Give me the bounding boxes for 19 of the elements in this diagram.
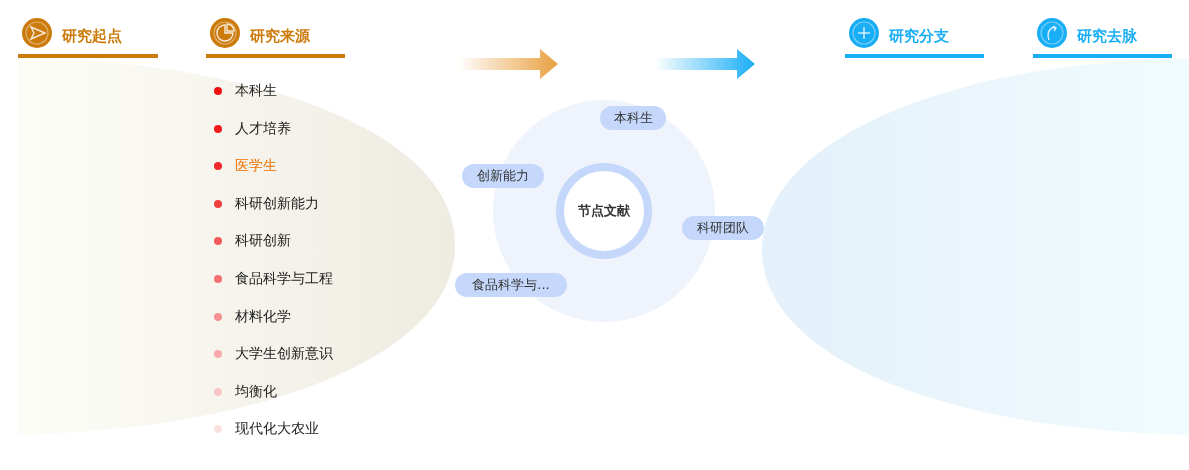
keyword-list-item: 材料化学 bbox=[235, 307, 291, 326]
keyword-tag: 本科生 bbox=[600, 106, 666, 130]
keyword-tag: 科研团队 bbox=[682, 216, 764, 240]
keyword-list-item: 科研创新能力 bbox=[235, 194, 319, 213]
section-heading: 研究起点 bbox=[62, 27, 122, 46]
section-heading: 研究分支 bbox=[889, 27, 949, 46]
keyword-list-item: 医学生 bbox=[235, 157, 277, 176]
keyword-list-item: 均衡化 bbox=[235, 382, 277, 401]
keyword-list-item: 本科生 bbox=[235, 82, 277, 100]
keyword-tag: 创新能力 bbox=[462, 164, 544, 188]
keyword-list-item: 食品科学与工程 bbox=[235, 270, 333, 288]
keyword-list-item: 科研创新 bbox=[235, 232, 291, 251]
keyword-list-item: 现代化大农业 bbox=[235, 420, 319, 439]
section-heading: 研究去脉 bbox=[1077, 27, 1137, 46]
section-heading: 研究来源 bbox=[250, 27, 310, 46]
keyword-list-item: 人才培养 bbox=[235, 119, 291, 138]
keyword-list-item: 大学生创新意识 bbox=[235, 345, 333, 364]
center-label: 节点文献 bbox=[578, 202, 630, 220]
keyword-tag: 食品科学与... bbox=[455, 273, 567, 297]
